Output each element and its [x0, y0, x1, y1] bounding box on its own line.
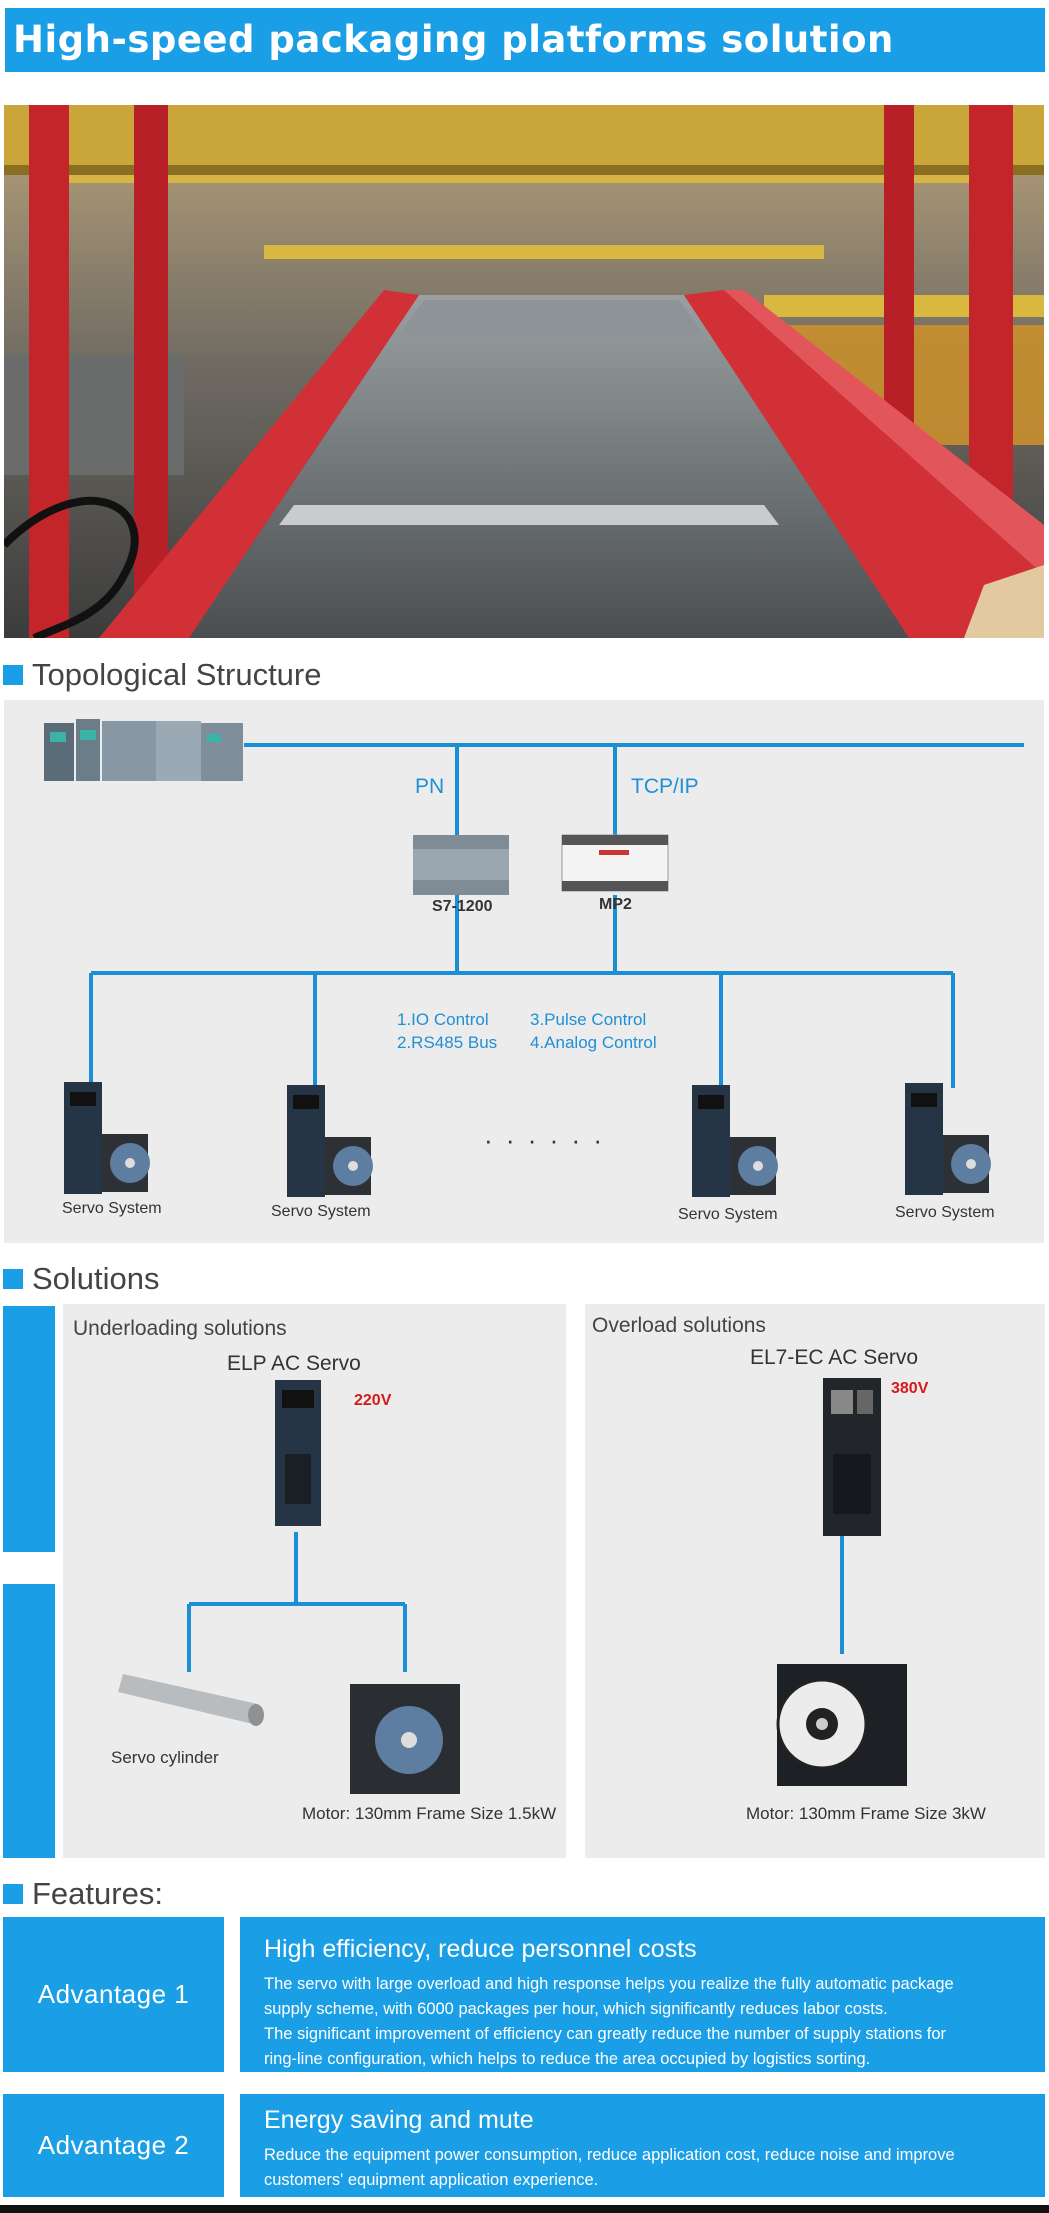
motor-1-5kw-label: Motor: 130mm Frame Size 1.5kW	[302, 1804, 557, 1823]
overload-title: Overload solutions	[592, 1314, 766, 1337]
device-s7-1200-label: S7-1200	[432, 898, 493, 915]
elp-servo-label: ELP AC Servo	[227, 1352, 361, 1375]
device-mp2-label: MP2	[599, 896, 632, 913]
solutions-side-bar	[3, 1584, 55, 1858]
advantage-1-line: The significant improvement of efficienc…	[264, 2025, 947, 2043]
servo-system-label: Servo System	[895, 1204, 995, 1221]
advantage-1-box: High efficiency, reduce personnel costs …	[240, 1917, 1045, 2072]
motor-3kw-label: Motor: 130mm Frame Size 3kW	[746, 1804, 986, 1823]
servo-system-icon	[905, 1083, 991, 1195]
underloading-panel: Underloading solutions ELP AC Servo 220V…	[63, 1304, 566, 1858]
servo-system-label: Servo System	[271, 1203, 371, 1220]
underloading-title: Underloading solutions	[73, 1317, 287, 1340]
voltage-220-label: 220V	[354, 1392, 392, 1409]
servo-system-icon	[287, 1085, 373, 1197]
motor-1-5kw-icon	[350, 1684, 460, 1794]
advantage-1-label: Advantage 1	[3, 1917, 224, 2072]
servo-system-icon	[64, 1082, 150, 1194]
advantage-2-box: Energy saving and mute Reduce the equipm…	[240, 2094, 1045, 2197]
servo-system-icon	[692, 1085, 778, 1197]
section-marker-icon	[3, 1269, 23, 1289]
ellipsis: · · · · · ·	[484, 1125, 606, 1155]
servo-cylinder-label: Servo cylinder	[111, 1748, 219, 1767]
link-pn-label: PN	[415, 775, 445, 798]
advantage-1-heading: High efficiency, reduce personnel costs	[264, 1935, 697, 1963]
advantage-1-line: ring-line configuration, which helps to …	[264, 2050, 871, 2068]
servo-system-label: Servo System	[678, 1206, 778, 1223]
el7-ec-servo-label: EL7-EC AC Servo	[750, 1346, 919, 1369]
bottom-rule	[0, 2205, 1049, 2213]
advantage-1-line: The servo with large overload and high r…	[264, 1975, 954, 1993]
page-title: High-speed packaging platforms solution	[13, 18, 894, 61]
advantage-2-line: Reduce the equipment power consumption, …	[264, 2146, 955, 2164]
section-marker-icon	[3, 665, 23, 685]
control-pulse-label: 3.Pulse Control	[530, 1010, 647, 1029]
plc-rack-icon	[44, 719, 243, 781]
conveyor-photo	[4, 105, 1044, 638]
solutions-section-title: Solutions	[3, 1261, 160, 1296]
servo-system-label: Servo System	[62, 1200, 162, 1217]
topology-section-title: Topological Structure	[3, 657, 322, 692]
s7-1200-icon	[413, 835, 509, 895]
advantage-1-line: supply scheme, with 6000 packages per ho…	[264, 2000, 888, 2018]
motor-3kw-icon	[776, 1664, 907, 1786]
el7-ec-servo-drive-icon	[823, 1378, 881, 1536]
control-analog-label: 4.Analog Control	[530, 1033, 657, 1052]
mp2-icon	[561, 834, 669, 892]
advantage-2-line: customers' equipment application experie…	[264, 2171, 599, 2189]
topology-diagram: PN TCP/IP S7-1200 MP2 1.IO Control 2.RS4…	[4, 700, 1044, 1243]
voltage-380-label: 380V	[891, 1380, 929, 1397]
control-rs485-label: 2.RS485 Bus	[397, 1033, 498, 1052]
elp-servo-drive-icon	[275, 1380, 321, 1526]
advantage-2-heading: Energy saving and mute	[264, 2106, 534, 2134]
solutions-side-bar	[3, 1306, 55, 1552]
section-marker-icon	[3, 1884, 23, 1904]
advantage-2-label: Advantage 2	[3, 2094, 224, 2197]
servo-cylinder-icon	[118, 1674, 264, 1726]
page-banner: High-speed packaging platforms solution	[5, 8, 1045, 72]
link-tcp-label: TCP/IP	[631, 775, 699, 798]
control-io-label: 1.IO Control	[397, 1010, 489, 1029]
overload-panel: Overload solutions EL7-EC AC Servo 380V …	[585, 1304, 1045, 1858]
features-section-title: Features:	[3, 1876, 163, 1911]
